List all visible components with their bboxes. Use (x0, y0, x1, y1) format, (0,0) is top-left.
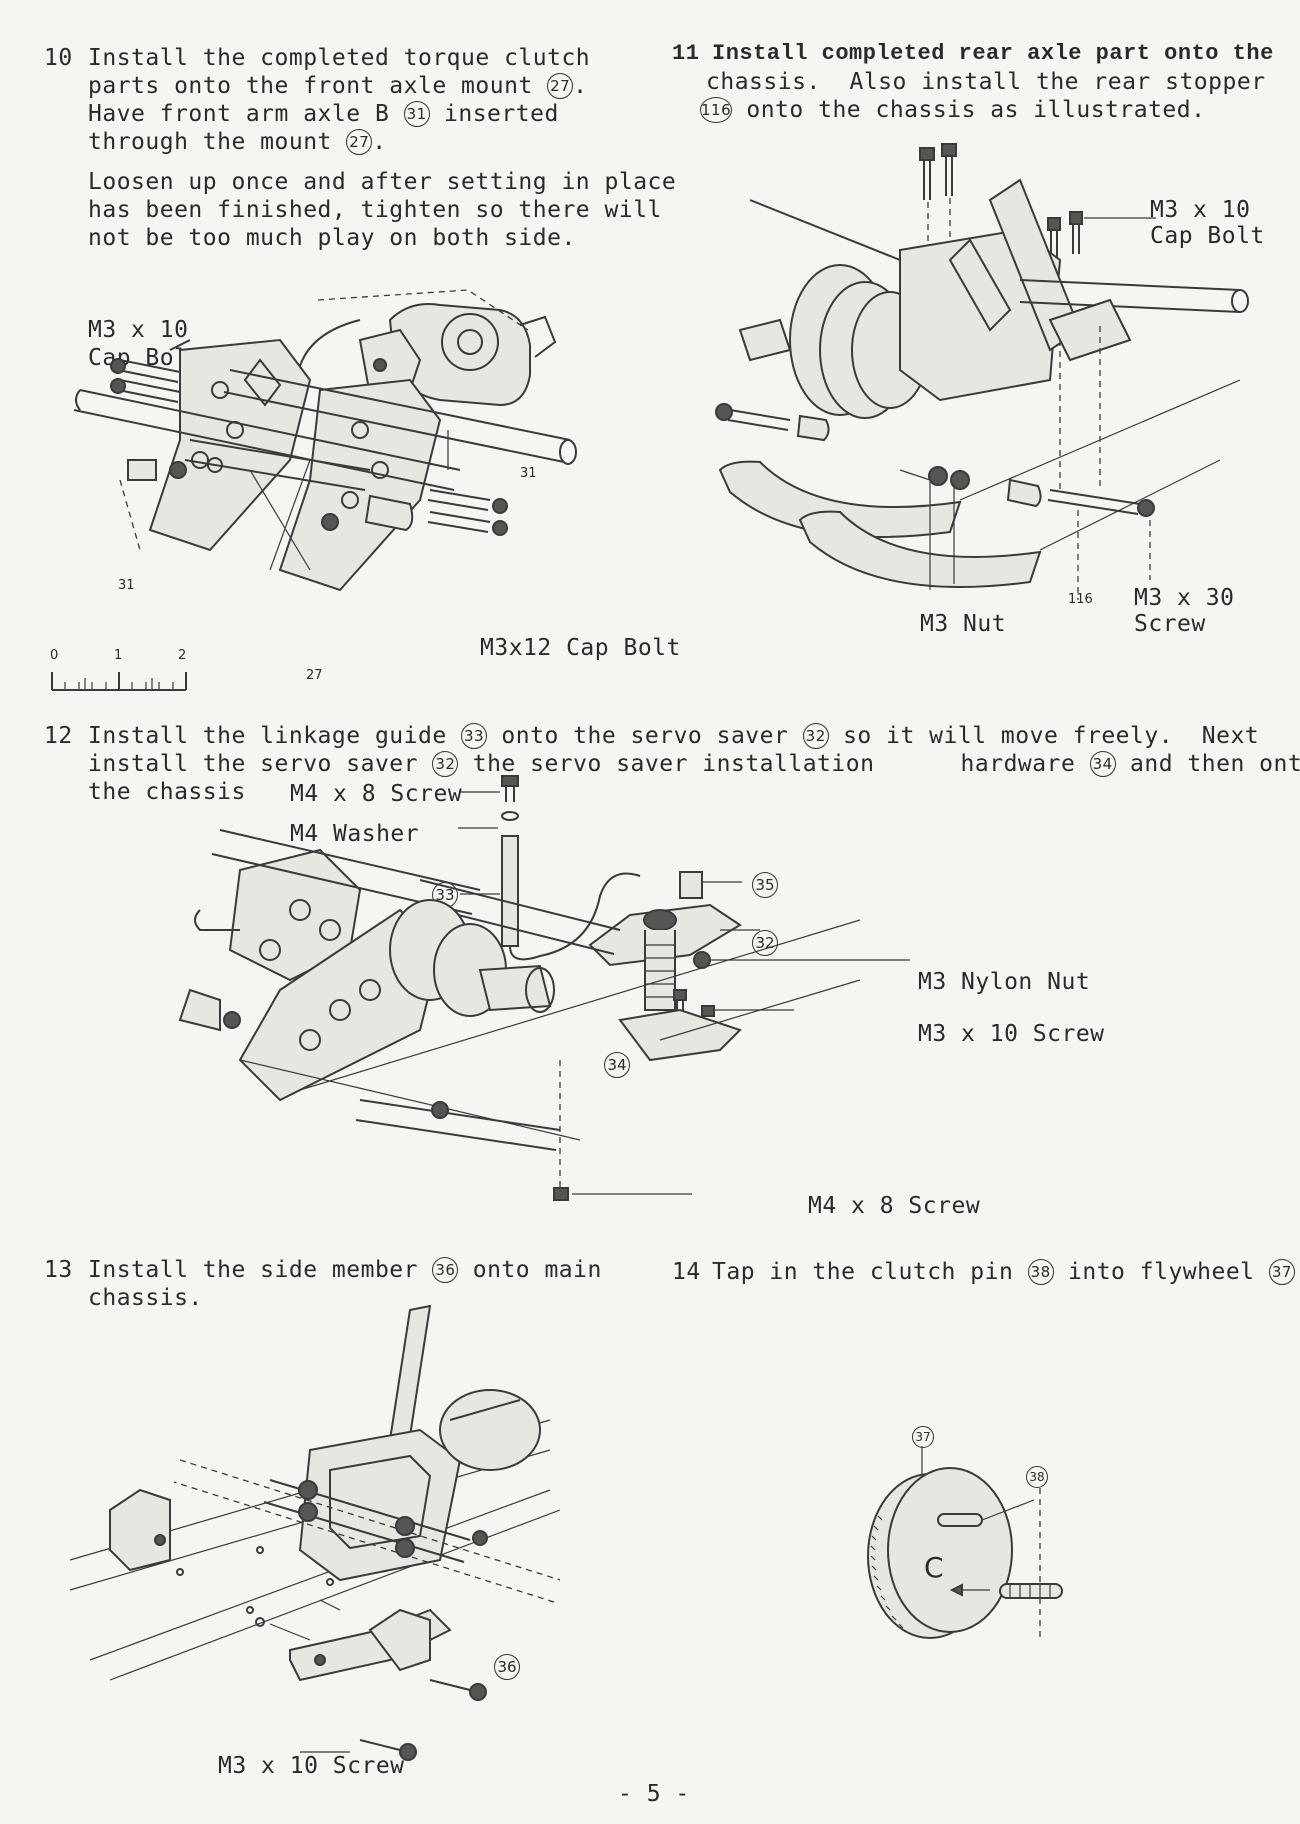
step-10-line-4: through the mount 27. (88, 129, 387, 155)
step-10-number: 10 (44, 45, 73, 71)
step-11-label-cap-bolt-1: M3 x 10 (1150, 197, 1251, 223)
ref-33-callout: 33 (461, 723, 488, 749)
ref-35-callout: 35 (752, 872, 778, 898)
step-11-number: 11 (672, 41, 700, 66)
step-10-label-cap-bolt-1: M3 x 10 (88, 317, 189, 343)
step-10-ref-27: 27 (306, 668, 323, 683)
step-11-label-m3x30-2: Screw (1134, 611, 1206, 637)
step-10-line-3: Have front arm axle B 31 inserted (88, 101, 559, 127)
step-11-line-2: chassis. Also install the rear stopper (706, 69, 1266, 95)
ref-38-callout: 38 (1027, 1259, 1054, 1285)
step-12-number: 12 (44, 723, 73, 749)
step-13-label-m3x10: M3 x 10 Screw (218, 1753, 405, 1779)
step-13-line-1: Install the side member 36 onto main (88, 1257, 602, 1283)
ref-36-callout: 36 (494, 1654, 520, 1680)
ref-34-callout: 34 (1089, 751, 1116, 777)
flywheel-mark: C (924, 1551, 945, 1584)
ref-37-callout: 37 (1268, 1259, 1295, 1285)
step-10-ref-31: 31 (520, 466, 537, 481)
front-axle-mount-diagram (73, 289, 577, 592)
ref-27-callout: 27 (547, 73, 574, 99)
ref-31-callout: 31 (403, 101, 430, 127)
step-12-label-m3-nylon-nut: M3 Nylon Nut (918, 969, 1091, 995)
page-number: - 5 - (618, 1781, 690, 1807)
step-14-line-1: Tap in the clutch pin 38 into flywheel 3… (712, 1258, 1300, 1287)
ref-27-callout: 27 (346, 129, 373, 155)
step-10-note-2: has been finished, tighten so there will (88, 197, 662, 223)
scale-0: 0 (50, 648, 59, 663)
ruler-scale (51, 672, 187, 691)
step-12-line-2: install the servo saver 32 the servo sav… (88, 751, 1300, 777)
step-11-line-1: Install completed rear axle part onto th… (712, 41, 1274, 66)
scale-1: 1 (114, 648, 123, 663)
step-12-line-3: the chassis (88, 779, 246, 805)
step-10-note-1: Loosen up once and after setting in plac… (88, 169, 677, 195)
step-12-line-1: Install the linkage guide 33 onto the se… (88, 723, 1260, 749)
ref-32-callout: 32 (432, 751, 459, 777)
ref-116-callout: 116 (700, 97, 732, 123)
step-11-line-3: 116 onto the chassis as illustrated. (700, 97, 1206, 123)
step-12-label-m4-washer: M4 Washer (290, 821, 420, 847)
ref-38-callout: 38 (1026, 1466, 1048, 1488)
step-10-ref-31b: 31 (118, 578, 135, 593)
ref-32-callout: 32 (802, 723, 829, 749)
step-12-label-m3x10-screw: M3 x 10 Screw (918, 1021, 1105, 1047)
flywheel-diagram (867, 1446, 1063, 1639)
scale-2: 2 (178, 648, 187, 663)
step-11-label-m3-nut: M3 Nut (920, 611, 1007, 637)
step-11-label-m3x30-1: M3 x 30 (1134, 585, 1235, 611)
step-10-note-3: not be too much play on both side. (88, 225, 576, 251)
step-11-label-cap-bolt-2: Cap Bolt (1150, 223, 1265, 249)
step-10-line-1: Install the completed torque clutch (88, 45, 591, 71)
servo-saver-diagram (178, 775, 910, 1201)
step-14-number: 14 (672, 1259, 701, 1285)
ref-34-callout: 34 (604, 1052, 630, 1078)
step-12-label-m4x8-bottom: M4 x 8 Screw (808, 1193, 981, 1219)
step-12-label-m4x8-top: M4 x 8 Screw (290, 781, 463, 807)
rear-axle-diagram (715, 143, 1249, 600)
ref-36-callout: 36 (432, 1257, 459, 1283)
step-13-line-2: chassis. (88, 1285, 203, 1311)
step-11-ref-116: 116 (1068, 592, 1093, 607)
step-13-number: 13 (44, 1257, 73, 1283)
ref-37-callout: 37 (912, 1426, 934, 1448)
step-10-label-m3x12: M3x12 Cap Bolt (480, 635, 681, 661)
step-10-line-2: parts onto the front axle mount 27. (88, 73, 588, 99)
side-member-diagram (69, 1304, 561, 1761)
